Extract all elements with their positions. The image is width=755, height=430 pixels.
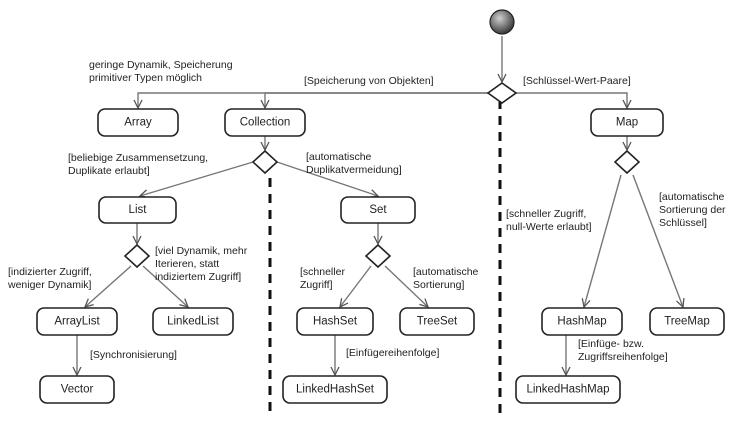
edge-to-treemap [632,174,683,307]
keyvalue-guard-label: [Schlüssel-Wert-Paare] [523,75,631,87]
edge-to-set [276,161,378,196]
node-arraylist-label: ArrayList [54,316,100,328]
auto-sort-keys-guard-label: [automatische Sortierung der Schlüssel] [659,191,728,229]
array-note-label: geringe Dynamik, Speicherung primitiver … [89,59,236,84]
decision-diamond-set [364,243,392,269]
auto-sort-guard-label: [automatische Sortierung] [413,266,481,291]
node-map-label: Map [616,117,638,129]
decision-diamond-collection [251,149,279,175]
node-hashmap-label: HashMap [557,316,606,328]
node-treeset-label: TreeSet [417,316,458,328]
edge-to-arraylist [85,265,132,307]
node-set: Set [340,196,416,224]
start-node [489,9,515,35]
decision-diamond-list [123,243,151,269]
node-vector-label: Vector [61,384,94,396]
access-order-guard-label: [Einfüge- bzw. Zugriffsreihenfolge] [578,338,668,363]
edge-to-collection [265,92,488,108]
node-list-label: List [129,204,148,216]
objects-guard-label: [Speicherung von Objekten] [304,75,434,87]
node-linkedhashset: LinkedHashSet [282,375,388,404]
set-guard-label: [automatische Duplikatvermeidung] [306,151,402,176]
node-hashmap: HashMap [541,307,623,336]
node-linkedlist: LinkedList [152,307,234,336]
edge-to-hashmap [584,174,622,307]
node-set-label: Set [369,204,387,216]
node-linkedhashset-label: LinkedHashSet [296,384,375,396]
edge-to-hashset [340,265,372,307]
decision-diamond-map [613,149,641,175]
list-guard-label: [beliebige Zusammensetzung, Duplikate er… [68,152,211,177]
edges [77,36,683,375]
node-list: List [98,196,177,224]
node-hashset-label: HashSet [313,316,358,328]
decision-diamond-storage [486,82,518,104]
fast-map-guard-label: [schneller Zugriff, null-Werte erlaubt] [506,208,592,233]
edge-to-list [140,161,254,196]
edge-to-array [138,92,488,108]
node-linkedlist-label: LinkedList [167,316,220,328]
node-linkedhashmap-label: LinkedHashMap [526,384,609,396]
fast-set-guard-label: [schneller Zugriff] [300,266,348,291]
insert-order-guard-label: [Einfügereihenfolge] [346,347,439,359]
node-array: Array [97,108,179,137]
node-collection-label: Collection [240,117,291,129]
node-treeset: TreeSet [399,307,475,336]
node-array-label: Array [124,117,152,129]
node-collection: Collection [224,108,306,137]
node-treemap-label: TreeMap [664,316,710,328]
node-arraylist: ArrayList [36,307,118,336]
edge-to-treeset [384,265,428,307]
edge-to-map [516,92,627,108]
node-linkedhashmap: LinkedHashMap [515,375,621,404]
edge-to-linkedlist [142,265,188,307]
sync-guard-label: [Synchronisierung] [90,349,177,361]
decision-nodes [123,82,641,269]
iterate-guard-label: [viel Dynamik, mehr Iterieren, statt ind… [155,245,250,283]
node-vector: Vector [39,375,115,404]
node-treemap: TreeMap [649,307,725,336]
node-hashset: HashSet [296,307,374,336]
indexed-guard-label: [indizierter Zugriff, weniger Dynamik] [7,266,95,291]
node-map: Map [590,108,664,137]
